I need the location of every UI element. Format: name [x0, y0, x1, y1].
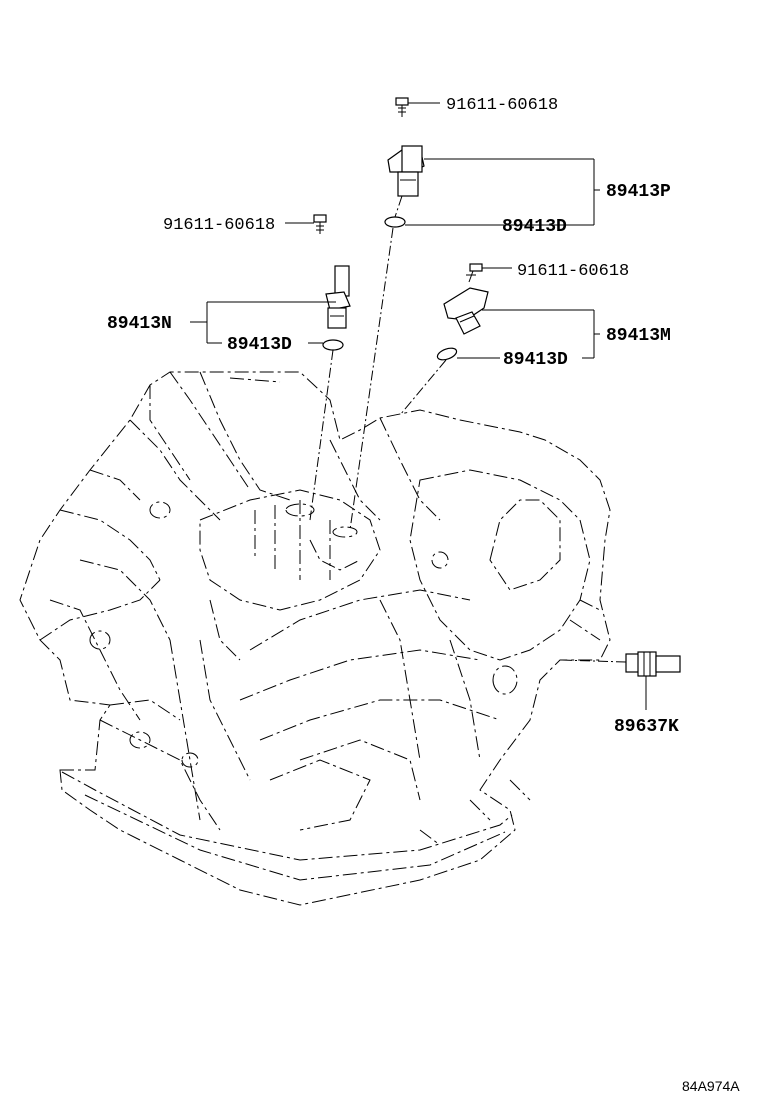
transaxle-housing: [19, 371, 611, 906]
label-sensor-m: 89413M: [606, 326, 671, 346]
label-o-ring-n: 89413D: [227, 335, 292, 355]
switch-k[interactable]: [625, 651, 681, 677]
label-sensor-n: 89413N: [107, 314, 172, 334]
label-bolt-left: 91611-60618: [163, 216, 275, 235]
install-guides: [309, 195, 627, 663]
label-bolt-top: 91611-60618: [446, 96, 558, 115]
speed-sensor-n[interactable]: [325, 265, 351, 329]
label-sensor-p: 89413P: [606, 182, 671, 202]
bolt-top[interactable]: [395, 97, 409, 117]
bolt-left[interactable]: [313, 214, 327, 234]
label-o-ring-m: 89413D: [503, 350, 568, 370]
leader-lines: [190, 102, 647, 710]
bolt-right[interactable]: [466, 263, 483, 283]
label-switch-k: 89637K: [614, 717, 679, 737]
o-ring-n[interactable]: [322, 339, 344, 351]
speed-sensor-p[interactable]: [387, 145, 425, 197]
label-o-ring-p: 89413D: [502, 217, 567, 237]
label-bolt-right: 91611-60618: [517, 262, 629, 281]
figure-id: 84A974A: [682, 1078, 740, 1094]
o-ring-m[interactable]: [436, 346, 458, 362]
speed-sensor-m[interactable]: [443, 287, 489, 335]
o-ring-p[interactable]: [384, 216, 406, 228]
